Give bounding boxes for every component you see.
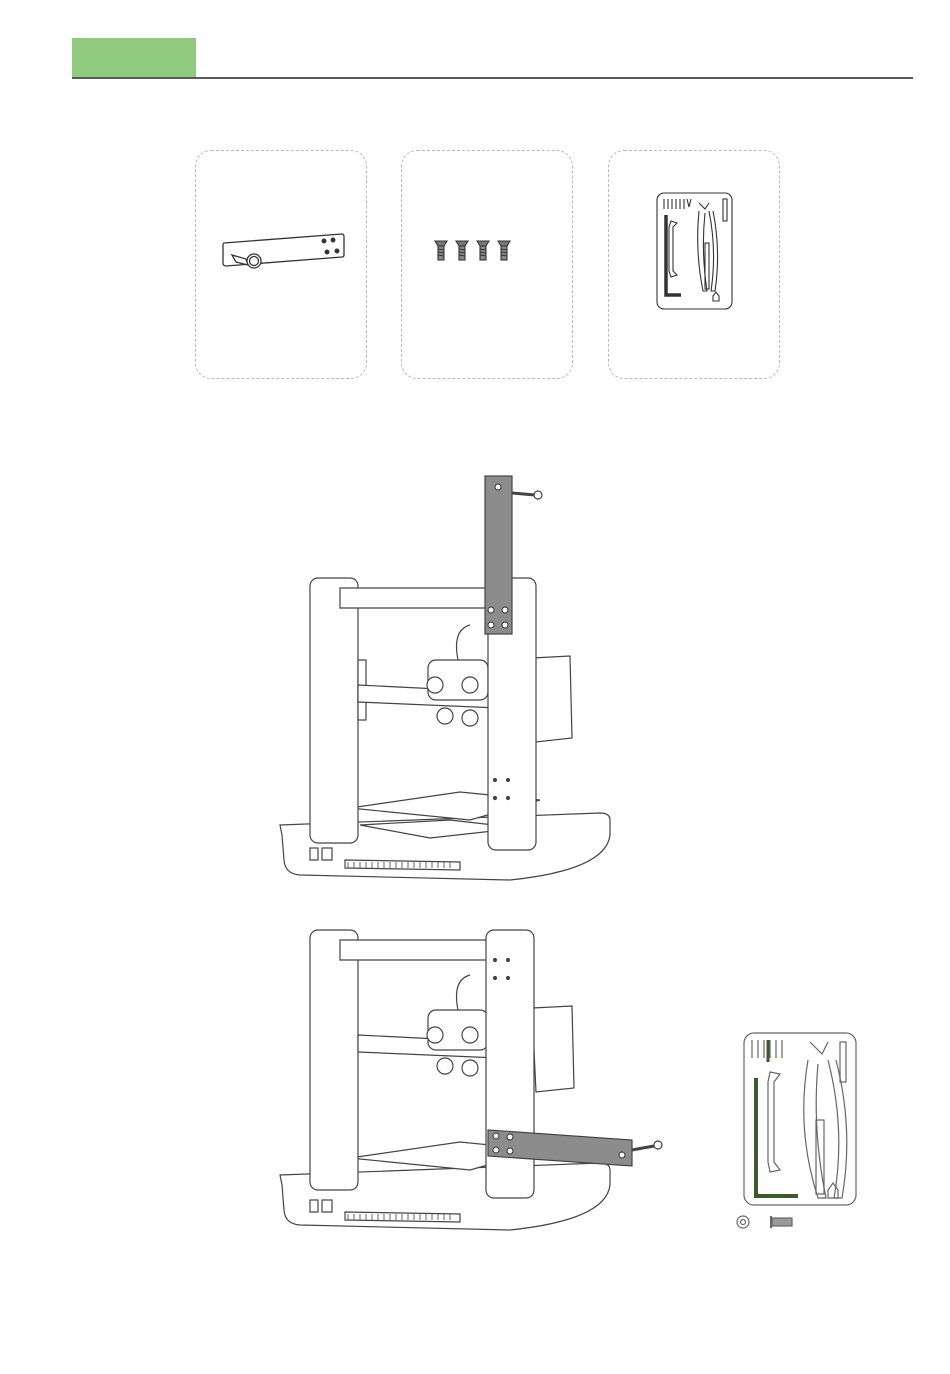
- left-column: [310, 930, 358, 1190]
- left-column: [310, 578, 358, 843]
- power-switch: [310, 848, 318, 860]
- power-socket: [322, 848, 332, 860]
- tool-kit-icon: [609, 151, 781, 380]
- part-box-screws: [401, 150, 573, 379]
- filament-holder-arm-icon: [196, 151, 368, 380]
- part-box-filament-holder: [195, 150, 367, 379]
- side-extruder-box: [532, 1006, 574, 1092]
- washer-icon: [737, 1216, 749, 1228]
- screw-icon: [771, 1216, 792, 1228]
- screw-icon: [477, 241, 489, 260]
- section-tab: [72, 38, 196, 78]
- header-rule: [72, 77, 913, 79]
- hex-wrench-highlight: [756, 1078, 798, 1196]
- screw-icon: [456, 241, 468, 260]
- printer-illustration-step-2: [270, 920, 670, 1255]
- screw-icon: [435, 241, 447, 260]
- printer-illustration-step-1: [270, 470, 630, 905]
- tool-kit-icon: [744, 1033, 856, 1205]
- side-extruder-box: [532, 656, 572, 742]
- tool-callout: [730, 1030, 870, 1235]
- screw-set-icon: [402, 151, 574, 380]
- part-box-tool-kit: [608, 150, 780, 379]
- screw-icon: [498, 241, 510, 260]
